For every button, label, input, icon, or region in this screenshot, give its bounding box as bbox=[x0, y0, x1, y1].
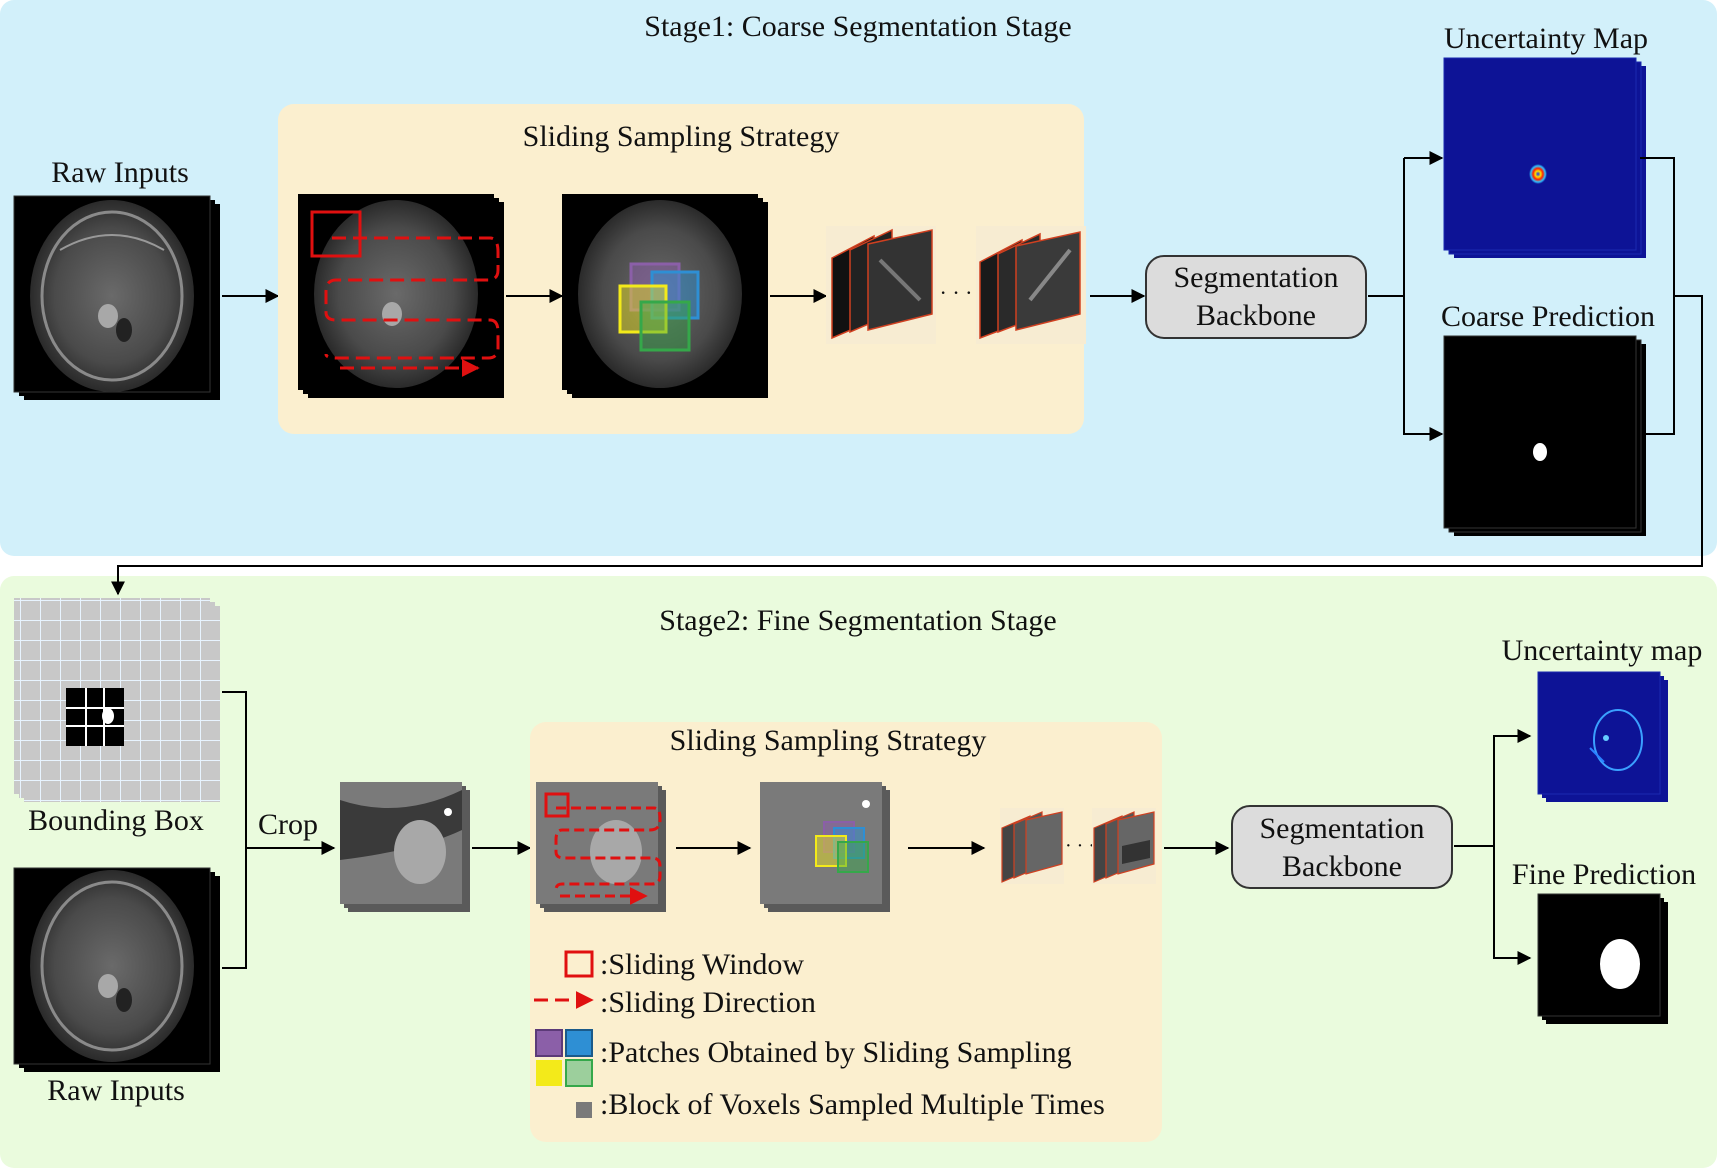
stage1-backbone-line1: Segmentation bbox=[1174, 261, 1339, 294]
stage2-prediction-label: Fine Prediction bbox=[1512, 858, 1696, 891]
stage2-backbone-line1: Segmentation bbox=[1260, 812, 1425, 845]
stage2-title: Stage2: Fine Segmentation Stage bbox=[659, 604, 1056, 637]
stage2-cropped-image bbox=[340, 782, 470, 912]
stage2-bounding-box-grid bbox=[14, 598, 220, 802]
stage1-patches-image bbox=[562, 194, 768, 398]
stage2-uncertainty-label: Uncertainty map bbox=[1502, 634, 1703, 667]
stage2-backbone-box bbox=[1231, 805, 1453, 889]
patch-green bbox=[639, 300, 691, 352]
stage1-uncertainty-label: Uncertainty Map bbox=[1444, 22, 1648, 55]
roi-box bbox=[66, 688, 124, 746]
stage2-fork-line bbox=[1454, 729, 1532, 847]
stage1-ellipsis: · · · bbox=[940, 280, 973, 305]
legend-window-swatch bbox=[564, 950, 594, 978]
legend-patch-green bbox=[565, 1059, 593, 1087]
stage2-ellipsis: · · · bbox=[1065, 835, 1095, 857]
stage1-patch-stack-1 bbox=[826, 226, 936, 344]
stage1-sliding-title: Sliding Sampling Strategy bbox=[523, 120, 840, 153]
stage2-backbone-line2: Backbone bbox=[1282, 850, 1402, 883]
sliding-direction-path bbox=[324, 236, 500, 360]
legend: :Sliding Window :Sliding Direction :Patc… bbox=[534, 948, 1105, 1121]
stage2-sliding-window-image bbox=[536, 782, 666, 912]
stage1-fork-line-lower bbox=[1403, 296, 1444, 441]
mri-slice-image bbox=[30, 200, 194, 392]
stage1-patch-stack-2 bbox=[976, 226, 1086, 344]
stage1-uncertainty-map bbox=[1443, 57, 1646, 258]
stage1-title: Stage1: Coarse Segmentation Stage bbox=[644, 10, 1071, 43]
stage2-fork-line-lower bbox=[1493, 846, 1532, 965]
stage2-patch-stack-2 bbox=[1092, 808, 1156, 884]
stage1-prediction-label: Coarse Prediction bbox=[1441, 300, 1655, 333]
stage2-fine-prediction bbox=[1537, 893, 1668, 1024]
stage2-bbox-label: Bounding Box bbox=[28, 804, 204, 837]
stage1-raw-inputs-label: Raw Inputs bbox=[51, 156, 189, 189]
stage2-uncertainty-map bbox=[1537, 671, 1668, 802]
legend-sliding-direction: :Sliding Direction bbox=[600, 986, 816, 1019]
stage1-coarse-prediction bbox=[1443, 335, 1646, 536]
patch-blue bbox=[650, 270, 700, 320]
legend-patch-purple bbox=[535, 1029, 563, 1057]
crop-join-line bbox=[222, 691, 247, 969]
stage2-crop-label: Crop bbox=[258, 808, 318, 841]
stage2-patch-stack-1 bbox=[1000, 808, 1064, 884]
stage2-raw-inputs-stack bbox=[13, 867, 220, 1072]
stage2-raw-inputs-label: Raw Inputs bbox=[47, 1074, 185, 1107]
stage1-backbone-line2: Backbone bbox=[1196, 299, 1316, 332]
sliding-window-box bbox=[310, 210, 362, 258]
legend-sliding-window: :Sliding Window bbox=[600, 948, 804, 981]
patch-yellow bbox=[618, 284, 668, 334]
legend-voxel-block: :Block of Voxels Sampled Multiple Times bbox=[600, 1088, 1105, 1121]
stage2-sliding-title: Sliding Sampling Strategy bbox=[670, 724, 987, 757]
stage1-raw-inputs-stack bbox=[13, 195, 220, 400]
stage1-backbone-box bbox=[1145, 255, 1367, 339]
legend-patch-blue bbox=[565, 1029, 593, 1057]
legend-voxel-swatch bbox=[576, 1102, 592, 1118]
legend-patch-yellow bbox=[536, 1060, 562, 1086]
stage1-sliding-window-image bbox=[298, 194, 504, 398]
stage2-patches-image bbox=[760, 782, 890, 912]
legend-patches: :Patches Obtained by Sliding Sampling bbox=[600, 1036, 1072, 1069]
